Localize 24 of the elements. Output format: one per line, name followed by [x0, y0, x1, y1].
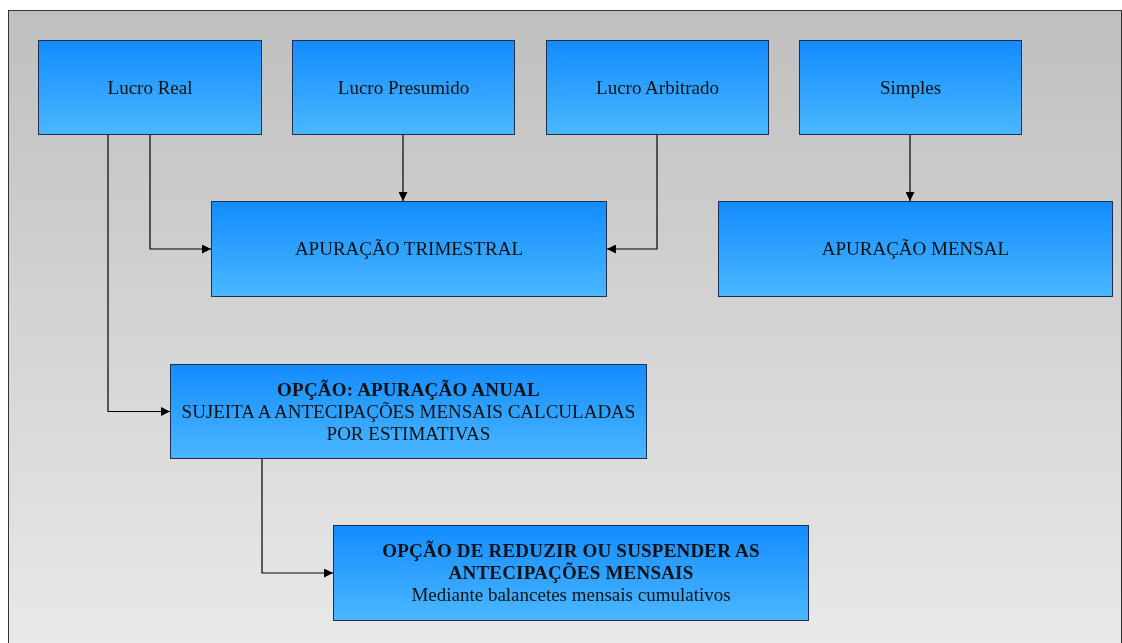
box-text: Lucro Real	[107, 76, 193, 99]
arrow	[149, 134, 212, 254]
box-text: Lucro Arbitrado	[596, 76, 719, 99]
process-box	[170, 364, 647, 459]
box-text: SUJEITA A ANTECIPAÇÕES MENSAIS CALCULADAS POR ESTIMATIVAS	[181, 400, 636, 445]
box-text: Lucro Presumido	[337, 76, 470, 99]
arrow	[398, 134, 408, 202]
box-text: APURAÇÃO MENSAL	[821, 238, 1010, 260]
process-box	[546, 40, 769, 135]
arrow	[261, 458, 334, 578]
process-box	[718, 201, 1113, 297]
box-text: APURAÇÃO TRIMESTRAL	[294, 238, 524, 260]
process-box	[211, 201, 607, 297]
process-box	[38, 40, 262, 135]
box-text: OPÇÃO DE REDUZIR OU SUSPENDER AS ANTECIPAÇÕES MENSAIS	[381, 540, 761, 584]
box-text: Mediante balancetes mensais cumulativos	[411, 584, 731, 606]
process-box	[799, 40, 1022, 135]
box-text: Simples	[879, 76, 942, 99]
process-box	[333, 525, 809, 621]
arrow	[606, 134, 658, 254]
box-text: OPÇÃO: APURAÇÃO ANUAL	[277, 378, 540, 401]
arrow	[107, 134, 171, 416]
arrow	[905, 134, 915, 202]
process-box	[292, 40, 515, 135]
